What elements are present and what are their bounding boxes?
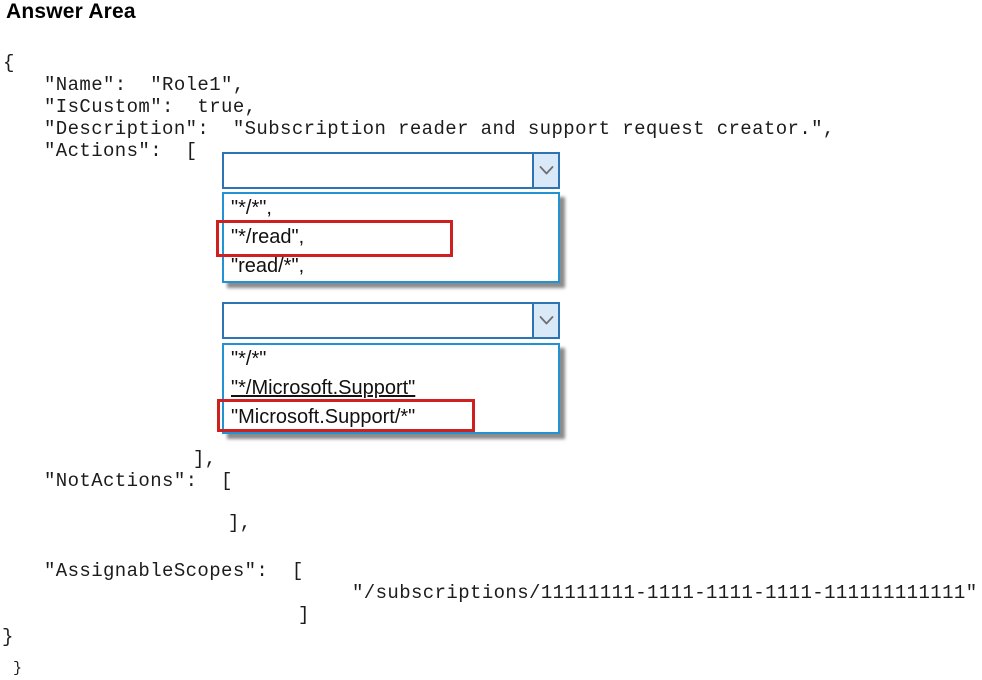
- dropdown-list-2: "*/*" "*/Microsoft.Support" "Microsoft.S…: [222, 343, 560, 434]
- page-title: Answer Area: [6, 0, 136, 23]
- dropdown-2-option-2[interactable]: "Microsoft.Support/*": [231, 406, 416, 428]
- code-line-assignablescopes-open: "AssignableScopes": [: [44, 560, 304, 582]
- code-line-name: "Name": "Role1",: [44, 74, 245, 96]
- chevron-down-icon: [539, 166, 553, 175]
- code-line-assignablescopes-close: ]: [298, 604, 310, 626]
- dropdown-2-option-0[interactable]: "*/*": [231, 348, 267, 370]
- code-line-notactions-open: "NotActions": [: [44, 470, 233, 492]
- code-line-actions-open: "Actions": [: [44, 140, 198, 162]
- code-line-close-brace: }: [2, 626, 14, 648]
- actions-dropdown-1[interactable]: [222, 152, 560, 189]
- dropdown-2-value: [230, 310, 526, 331]
- actions-dropdown-2[interactable]: [222, 302, 560, 339]
- chevron-down-icon: [539, 316, 553, 325]
- dropdown-1-option-2[interactable]: "read/*",: [231, 255, 305, 277]
- code-line-subscription-scope: "/subscriptions/11111111-1111-1111-1111-…: [352, 582, 978, 604]
- code-line-actions-close: ],: [193, 448, 217, 470]
- dropdown-1-button[interactable]: [532, 154, 558, 187]
- code-line-iscustom: "IsCustom": true,: [44, 96, 257, 118]
- code-line-description: "Description": "Subscription reader and …: [44, 118, 835, 140]
- dropdown-2-button[interactable]: [532, 304, 558, 337]
- dropdown-list-1: "*/*", "*/read", "read/*",: [222, 192, 560, 283]
- dropdown-2-option-1[interactable]: "*/Microsoft.Support": [231, 377, 416, 399]
- dropdown-1-option-0[interactable]: "*/*",: [231, 197, 272, 219]
- code-line-close-brace-artifact: }: [13, 660, 23, 677]
- dropdown-1-option-1[interactable]: "*/read",: [231, 226, 305, 248]
- code-line-notactions-close: ],: [228, 512, 252, 534]
- code-line-open-brace: {: [3, 52, 15, 74]
- dropdown-1-value: [230, 160, 526, 181]
